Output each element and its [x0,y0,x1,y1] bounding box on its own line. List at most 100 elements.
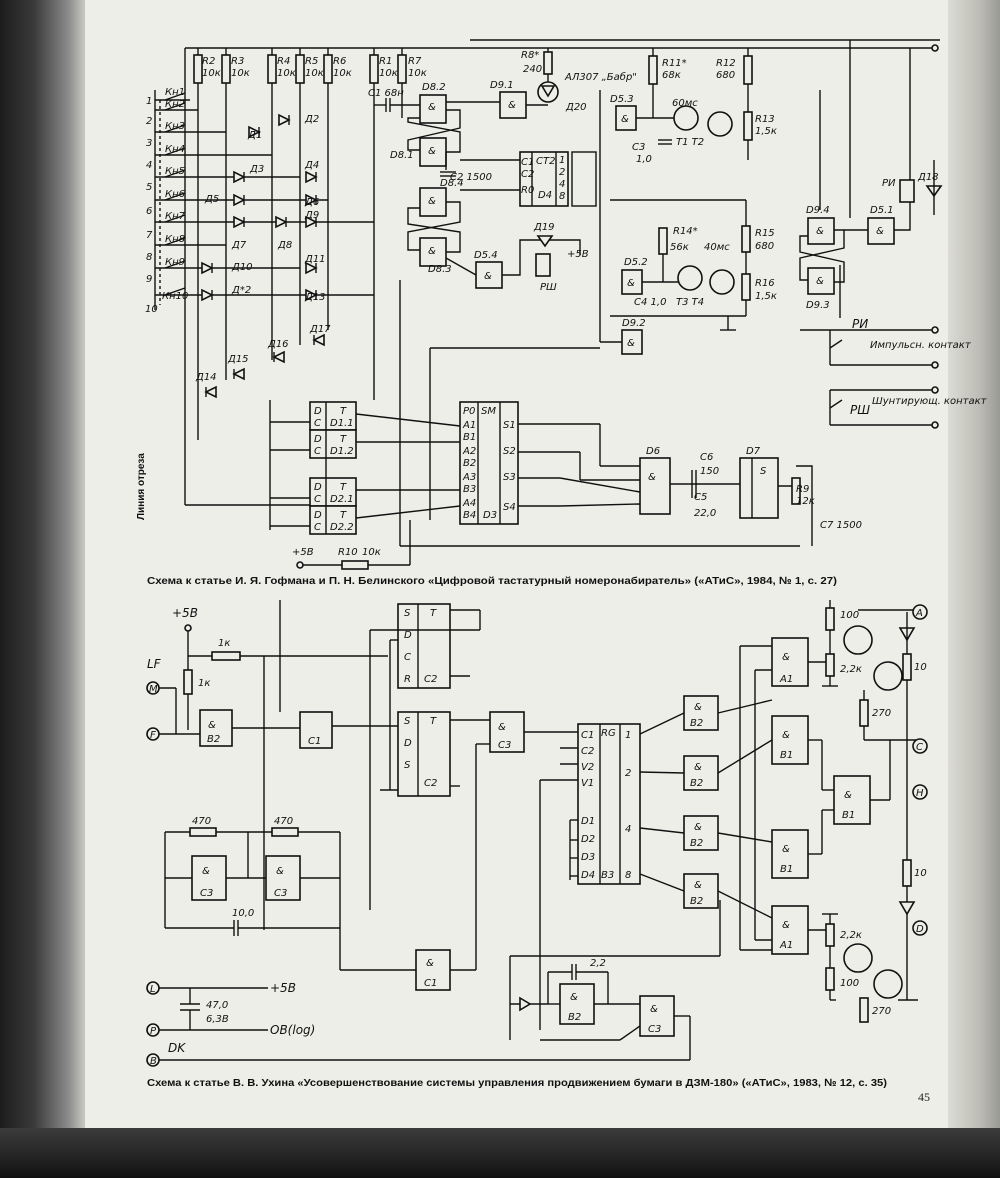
s2-gate-b1-b-and: & [844,790,852,801]
label-r11: R11* [662,58,687,69]
label-r4: R4 [277,56,290,67]
diode-d17: Д17 [309,324,331,335]
gate-d5-4-label: D5.4 [474,250,498,261]
diode-symbol-icon [278,113,291,127]
cap-c3-value: 1,0 [636,154,652,165]
resistor-r14 [658,227,668,255]
resistor-r15 [741,225,751,253]
adder-p0: P0 [463,406,475,417]
diode-d3: Д3 [249,164,264,175]
s2-gate-b2-in-label: B2 [207,734,220,745]
s2-gate-c3-osc-2-and: & [276,866,284,877]
schematic-2: +5В 1к 1к LF M F & B2 C [146,600,928,1067]
ff-d2-1-c: C [314,494,321,505]
key-num-8: 8 [146,252,152,263]
label-r7: R7 [408,56,422,67]
s2-resistor-1k-a [211,651,241,661]
s2-rg-out4: 4 [625,824,631,835]
key-num-2: 2 [146,116,152,127]
ff-d1-1-t: T [340,406,347,417]
s2-ff1-t: T [430,608,437,619]
s2-plus5-label: +5В [172,606,198,620]
s2-terminal-b-label: B [150,1056,157,1067]
terminal-shunt-1 [931,386,939,394]
key-kn3 [155,124,226,133]
s2-rg-d3: D3 [581,852,595,863]
s2-ff2-s: S [404,716,411,727]
key-num-6: 6 [146,206,152,217]
key-kn9 [155,260,300,269]
value-r6: 10к [333,68,352,79]
adder-s4: S4 [503,502,516,513]
s2-terminal-c-label: C [916,742,923,753]
s2-r-1k-b: 1к [198,678,210,689]
flipflop-d2-2 [309,505,357,535]
s2-gate-c1 [299,711,333,749]
counter-d4-output-block [571,151,597,207]
s2-terminal-p-label: P [150,1026,157,1037]
s2-ff1-label: C2 [424,674,437,685]
book-gutter [0,0,85,1178]
ff-d1-2-d: D [314,434,322,445]
diode-d5: Д5 [204,194,219,205]
label-r16: R16 [755,278,775,289]
value-r16: 1,5к [755,291,777,302]
diode-d13: Д13 [304,292,326,303]
s2-gate-b1-b [833,775,871,825]
s2-b2-col-3-label: B2 [690,838,703,849]
s2-terminal-a [912,604,928,620]
ff-d1-1-c: C [314,418,321,429]
s2-gate-b2-col-and: & [694,702,702,713]
s2-wire [717,832,773,843]
key-label-5: Кн5 [165,166,185,177]
s2-gate-b2-col-2 [683,755,719,791]
ff-d2-1-d: D [314,482,322,493]
s2-gate-a1-bot-label: A1 [779,940,793,951]
gate-d5-4-and: & [484,271,492,282]
resistor-r12 [743,55,753,85]
gate-d9-2-and: & [627,338,635,349]
transistor-t4 [709,269,735,295]
ct-pin-c2: C2 [521,169,534,180]
diode-symbol-icon [233,193,246,207]
transistor-t3t4-label: Т3 Т4 [676,297,704,308]
gate-d6 [639,457,671,515]
s2-wire [639,771,685,774]
flipflop-d7-label: D7 [746,446,761,457]
s2-terminal-f-label: F [150,730,156,741]
s2-gate-b2-in [199,709,233,747]
label-r10: R10 [338,547,358,558]
plus5-label-1: +5В [567,249,589,260]
s2-terminal-h [912,784,928,800]
key-label-1: Кн1 [165,87,185,98]
value-r4: 10к [277,68,296,79]
key-num-10: 10 [145,304,158,315]
diode-symbol-icon [201,288,214,302]
s2-gate-c3-mid-label: C3 [498,740,511,751]
diode-d12: Д*2 [231,285,251,296]
transistor-t3 [677,265,703,291]
diode-d7: Д7 [231,240,247,251]
s2-gate-b1-a-label: B1 [780,750,793,761]
bottom-shadow [0,1128,1000,1178]
s2-ff2-label: C2 [424,778,437,789]
adder-b4: B4 [463,510,476,521]
diode-d1: Д1 [247,130,262,141]
label-r12: R12 [716,58,736,69]
diode-symbol-icon [233,215,246,229]
s2-gate-c3-osc-2 [265,855,301,901]
s2-rg-c1: C1 [581,730,594,741]
diode-d16: Д16 [267,339,289,350]
label-r3: R3 [231,56,244,67]
resistor-r11 [648,55,658,85]
gate-d8-4-label: D8.4 [440,178,464,189]
diode-d8: Д8 [277,240,292,251]
diode-d10: Д10 [231,262,253,273]
key-num-3: 3 [146,138,152,149]
diode-matrix [201,113,325,399]
s2-gate-a1-bot-and: & [782,920,790,931]
s2-rg-d1: D1 [581,816,595,827]
diode-symbol-icon [305,288,318,302]
s2-r-10-b: 10 [914,868,927,879]
